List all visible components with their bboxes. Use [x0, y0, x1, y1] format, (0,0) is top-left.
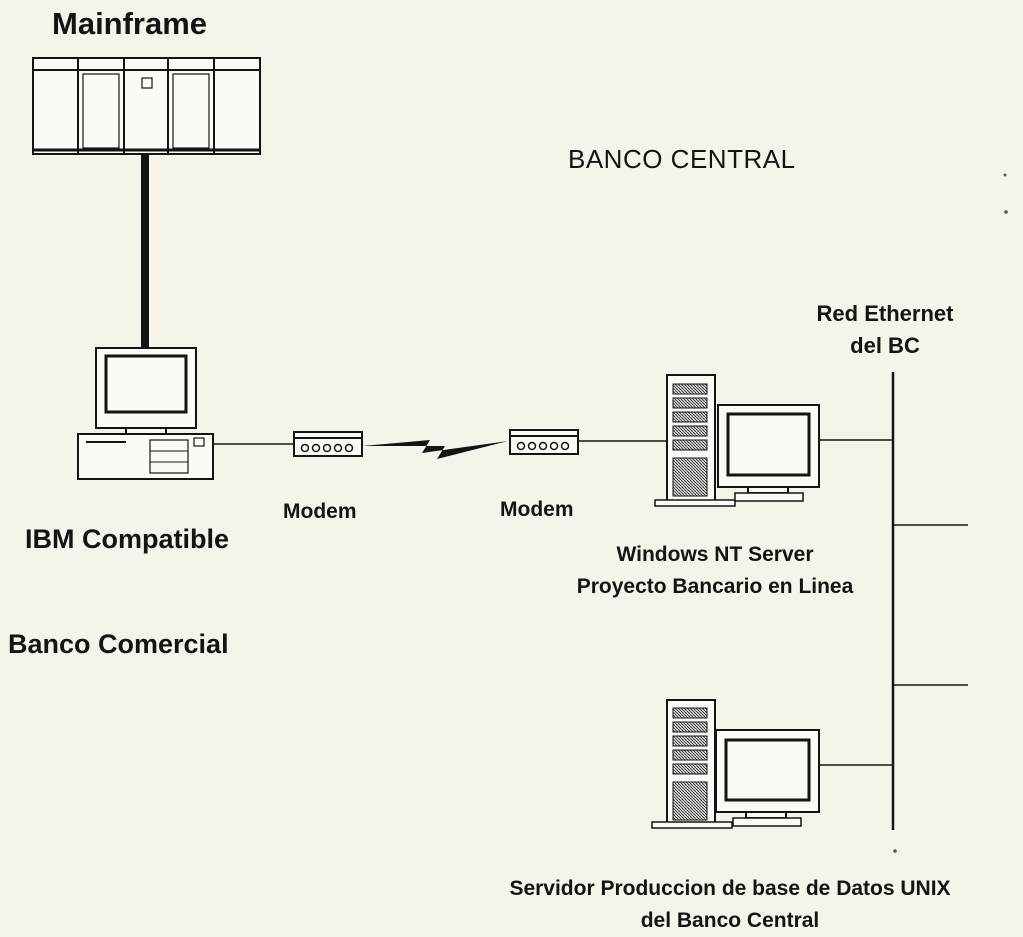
- banco-central-title: BANCO CENTRAL: [568, 144, 796, 174]
- banco-comercial-label: Banco Comercial: [8, 629, 229, 659]
- ethernet-bus: [891, 372, 968, 830]
- mainframe-label: Mainframe: [52, 6, 208, 41]
- tower-server-icon: [651, 699, 820, 829]
- unix-server-label: Servidor Produccion de base de Datos UNI…: [440, 873, 1020, 937]
- modem-left-label: Modem: [283, 500, 357, 523]
- nt-server-label-line2: Proyecto Bancario en Linea: [576, 575, 854, 598]
- unix-server-label-line2: del Banco Central: [640, 909, 820, 932]
- ethernet-label-line2: del BC: [850, 333, 920, 358]
- lightning-link-icon: [362, 440, 508, 459]
- mainframe-icon: [32, 57, 261, 155]
- ethernet-label: Red Ethernet del BC: [790, 298, 980, 362]
- ethernet-label-line1: Red Ethernet: [816, 301, 954, 326]
- modem-icon: [509, 429, 579, 455]
- nt-server-label: Windows NT Server Proyecto Bancario en L…: [530, 539, 900, 603]
- modem-right-label: Modem: [500, 498, 574, 521]
- modem-icon: [293, 431, 363, 457]
- unix-server-label-line1: Servidor Produccion de base de Datos UNI…: [509, 877, 951, 900]
- ibm-compatible-label: IBM Compatible: [25, 524, 230, 554]
- nt-server-label-line1: Windows NT Server: [616, 543, 814, 566]
- desktop-computer-icon: [77, 347, 214, 480]
- tower-server-icon: [654, 374, 820, 507]
